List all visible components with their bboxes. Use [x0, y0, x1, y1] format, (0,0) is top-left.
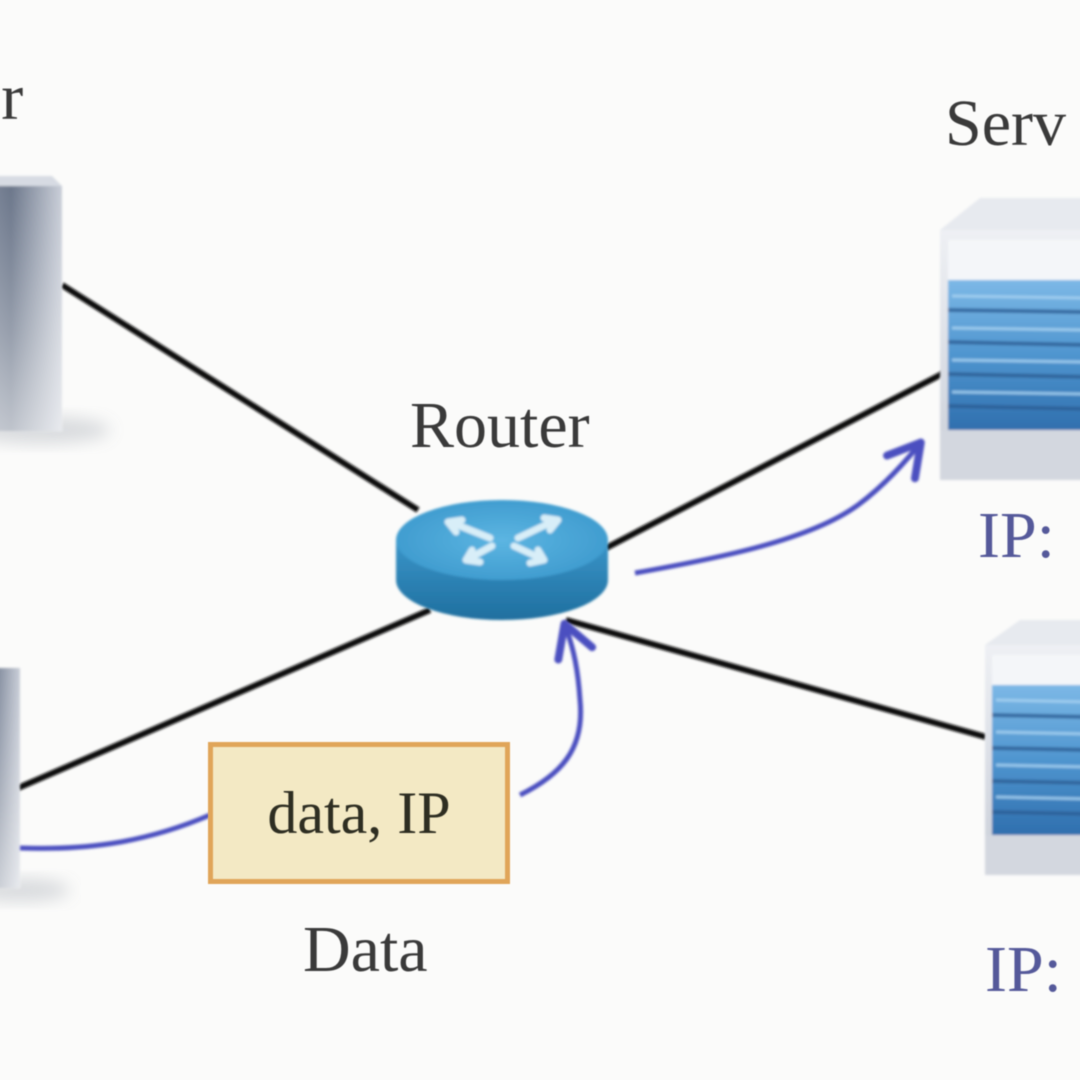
router-label: Router — [410, 389, 590, 462]
server-bottom-ip-label: IP: — [985, 933, 1063, 1006]
computer-label: er — [0, 61, 24, 134]
server-label: Serv — [945, 87, 1066, 160]
server-icon — [985, 620, 1080, 875]
desktop-tower-icon — [0, 668, 70, 902]
link-computer-bottom-router — [16, 607, 432, 791]
flow-arrow-router-to-server — [634, 438, 925, 576]
flow-arrow-packet-to-router — [518, 619, 597, 798]
packet-caption: Data — [303, 913, 428, 986]
link-router-server-bottom — [565, 617, 987, 740]
flow-arrow-computer-to-packet — [19, 812, 211, 851]
server-icon — [940, 198, 1080, 480]
link-computer-top-router — [60, 282, 420, 513]
data-packet: data, IP — [208, 742, 510, 884]
server-top-ip-label: IP: — [978, 499, 1056, 572]
link-router-server-top — [604, 370, 946, 551]
data-flow-arrows — [19, 438, 925, 851]
packet-content: data, IP — [267, 779, 451, 846]
network-links — [16, 282, 987, 791]
desktop-tower-icon — [0, 176, 110, 444]
router-icon — [396, 500, 608, 620]
